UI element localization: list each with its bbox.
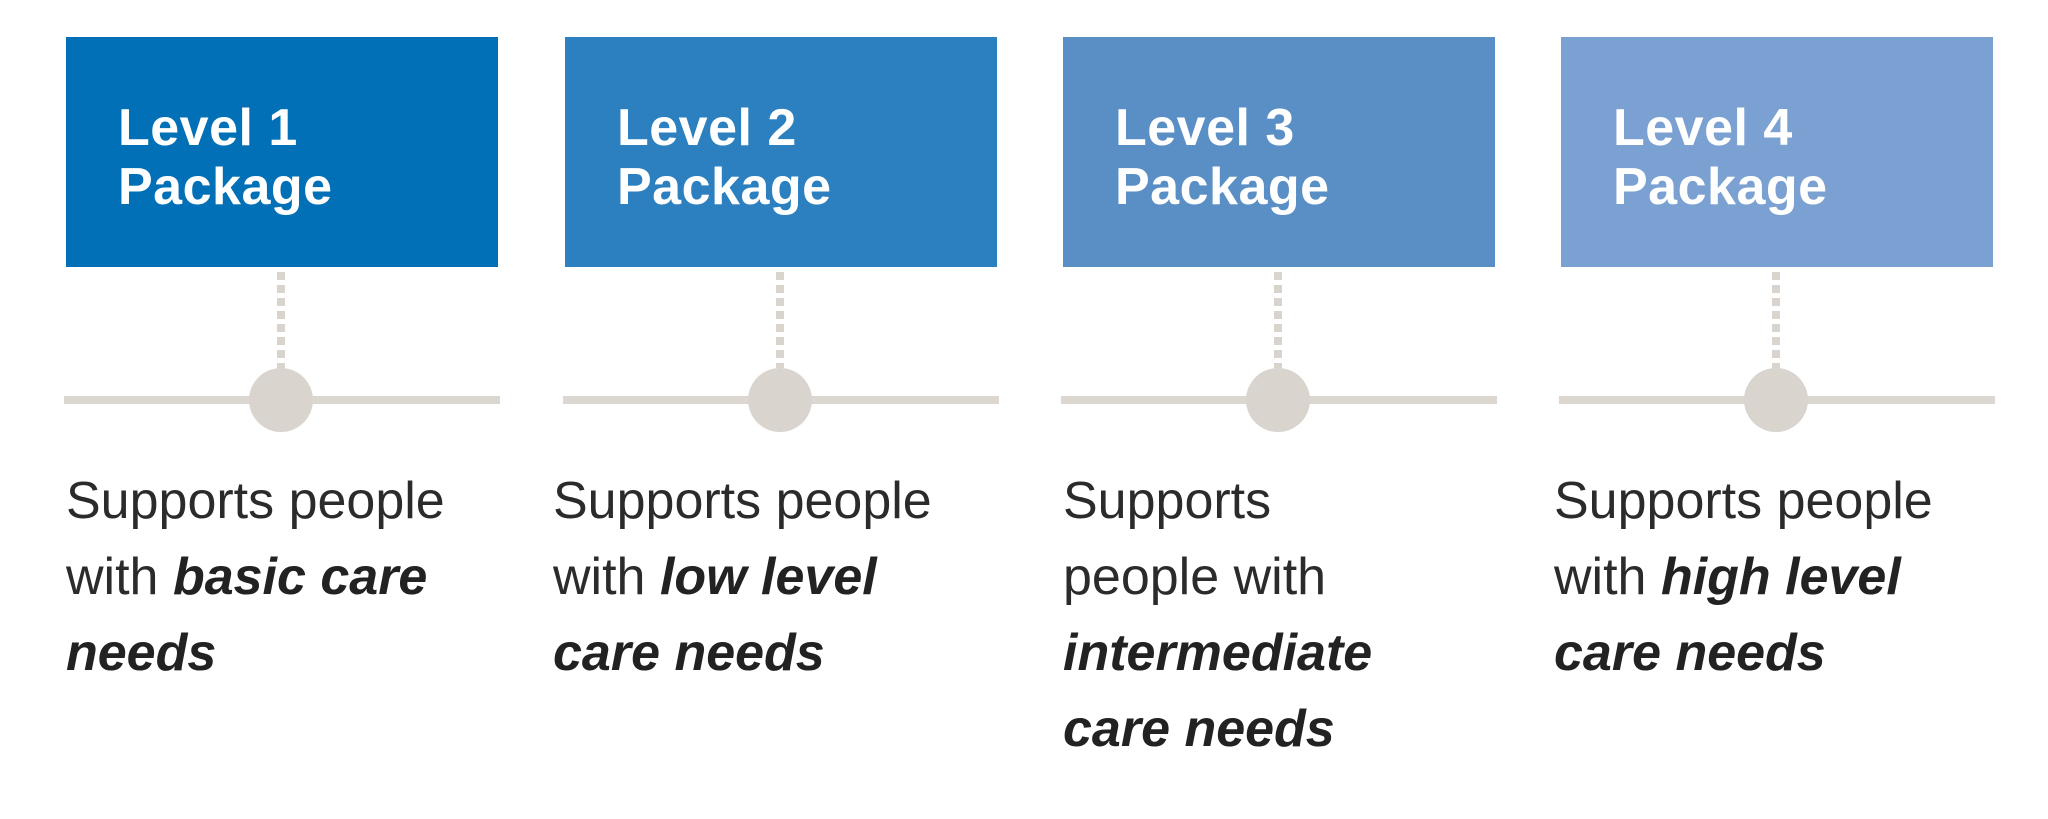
level-1-title-line1: Level 1 bbox=[118, 99, 298, 157]
level-3-package-title: Level 3 Package bbox=[1115, 99, 1495, 217]
level-2-package-box: Level 2 Package bbox=[565, 37, 997, 267]
dotted-connector bbox=[1274, 272, 1282, 368]
level-2-title-line1: Level 2 bbox=[617, 99, 797, 157]
level-4-title-line1: Level 4 bbox=[1613, 99, 1793, 157]
package-column-3: Level 3 Package Supports people with int… bbox=[1061, 0, 1503, 819]
level-1-desc-emphasis: basic care needs bbox=[66, 548, 428, 682]
level-1-desc-lead: Supports people with bbox=[66, 472, 445, 606]
timeline-node bbox=[249, 368, 313, 432]
level-2-description: Supports people with low level care need… bbox=[553, 463, 993, 691]
level-4-package-box: Level 4 Package bbox=[1561, 37, 1993, 267]
level-3-title-line2: Package bbox=[1115, 158, 1330, 216]
package-column-1: Level 1 Package Supports people with bas… bbox=[64, 0, 506, 819]
level-4-title-line2: Package bbox=[1613, 158, 1828, 216]
level-2-title-line2: Package bbox=[617, 158, 832, 216]
level-1-package-box: Level 1 Package bbox=[66, 37, 498, 267]
level-1-title-line2: Package bbox=[118, 158, 333, 216]
timeline-node bbox=[1744, 368, 1808, 432]
level-4-package-title: Level 4 Package bbox=[1613, 99, 1993, 217]
level-3-desc-lead: Supports people with bbox=[1063, 472, 1327, 606]
level-4-desc-lead: Supports people with bbox=[1554, 472, 1933, 606]
dotted-connector bbox=[1772, 272, 1780, 368]
level-1-package-title: Level 1 Package bbox=[118, 99, 498, 217]
package-column-2: Level 2 Package Supports people with low… bbox=[553, 0, 1005, 819]
level-3-package-box: Level 3 Package bbox=[1063, 37, 1495, 267]
level-2-desc-emphasis: low level care needs bbox=[553, 548, 877, 682]
level-3-title-line1: Level 3 bbox=[1115, 99, 1295, 157]
timeline-node bbox=[748, 368, 812, 432]
level-1-description: Supports people with basic care needs bbox=[66, 463, 506, 691]
package-column-4: Level 4 Package Supports people with hig… bbox=[1554, 0, 2001, 819]
timeline-node bbox=[1246, 368, 1310, 432]
level-2-package-title: Level 2 Package bbox=[617, 99, 997, 217]
level-2-desc-lead: Supports people with bbox=[553, 472, 932, 606]
level-3-description: Supports people with intermediate care n… bbox=[1063, 463, 1423, 767]
level-4-desc-emphasis: high level care needs bbox=[1554, 548, 1901, 682]
dotted-connector bbox=[277, 272, 285, 368]
level-4-description: Supports people with high level care nee… bbox=[1554, 463, 1994, 691]
dotted-connector bbox=[776, 272, 784, 368]
level-3-desc-emphasis: intermediate care needs bbox=[1063, 624, 1373, 758]
